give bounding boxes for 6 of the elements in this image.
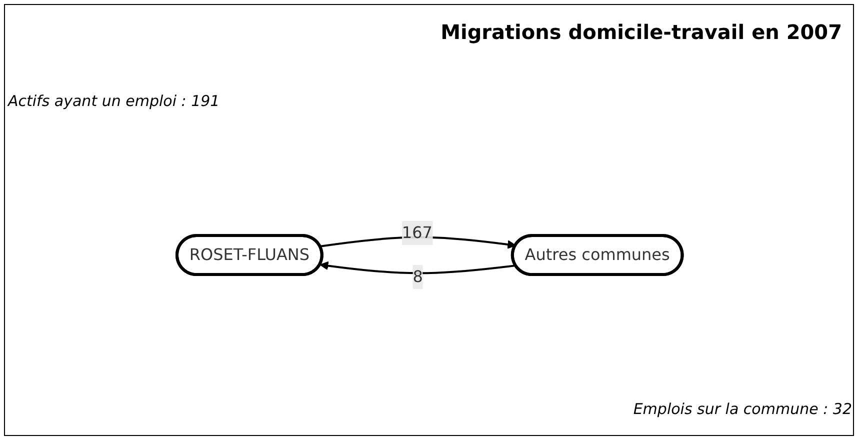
edge-label: 167 xyxy=(402,223,433,242)
edge-label: 8 xyxy=(413,266,424,286)
note: Actifs ayant un emploi : 191 xyxy=(8,92,220,110)
arrow xyxy=(320,261,516,274)
title: Migrations domicile-travail en 2007 xyxy=(440,20,842,44)
note: Emplois sur la commune : 32 xyxy=(633,400,852,418)
